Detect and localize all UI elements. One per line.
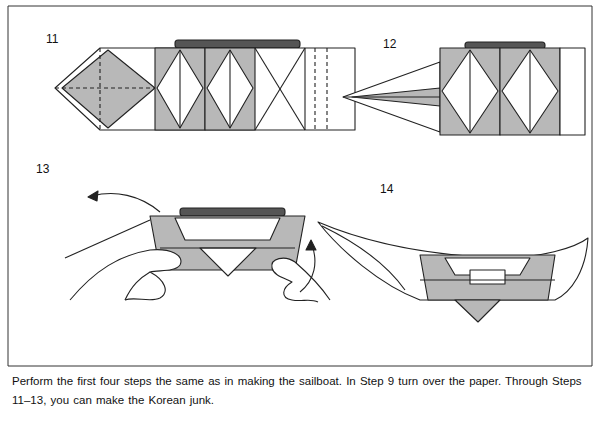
- step-number: 13: [36, 162, 49, 176]
- caption: Perform the first four steps the same as…: [12, 372, 590, 410]
- step-13-figure: [65, 191, 330, 302]
- step-number: 14: [380, 182, 393, 196]
- step-number: 11: [46, 32, 58, 46]
- step-11-figure: [55, 40, 355, 130]
- step-12-figure: [343, 42, 585, 135]
- step-14-figure: [318, 222, 588, 322]
- step-number: 12: [383, 37, 396, 51]
- frame: [8, 6, 592, 366]
